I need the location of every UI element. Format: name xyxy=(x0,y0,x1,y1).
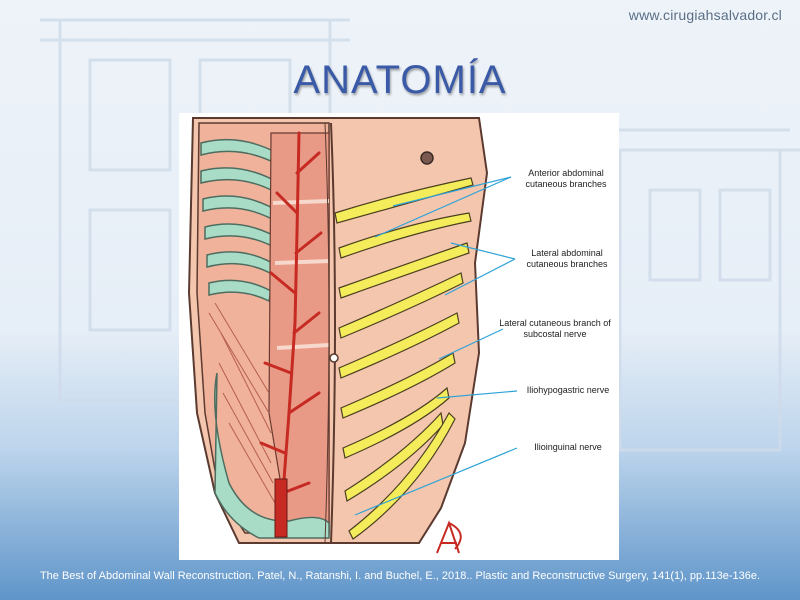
linea-alba xyxy=(330,122,336,544)
label-pointers xyxy=(354,176,518,516)
slide-title: ANATOMÍA xyxy=(293,58,507,102)
label-lateral-cutaneous: Lateral abdominal cutaneous branches xyxy=(526,248,608,269)
anatomy-figure: Anterior abdominal cutaneous branches La… xyxy=(179,113,619,560)
epigastric-vessels xyxy=(259,131,323,535)
label-anterior-cutaneous: Anterior abdominal cutaneous branches xyxy=(525,168,607,189)
artist-signature xyxy=(436,520,462,554)
website-url: www.cirugiahsalvador.cl xyxy=(628,7,782,23)
nipple xyxy=(420,151,434,165)
tendinous-intersections xyxy=(272,199,330,350)
pelvis xyxy=(213,372,330,539)
abdominal-wall-illustration xyxy=(187,117,518,554)
label-iliohypogastric: Iliohypogastric nerve xyxy=(526,385,610,395)
citation-caption: The Best of Abdominal Wall Reconstructio… xyxy=(39,570,761,582)
umbilicus xyxy=(329,353,339,363)
cutaneous-nerves xyxy=(334,177,474,540)
label-subcostal-branch: Lateral cutaneous branch of subcostal ne… xyxy=(499,318,611,339)
femoral-vessel xyxy=(274,478,288,538)
label-ilioinguinal: Ilioinguinal nerve xyxy=(534,442,602,452)
oblique-fibers xyxy=(208,302,276,504)
